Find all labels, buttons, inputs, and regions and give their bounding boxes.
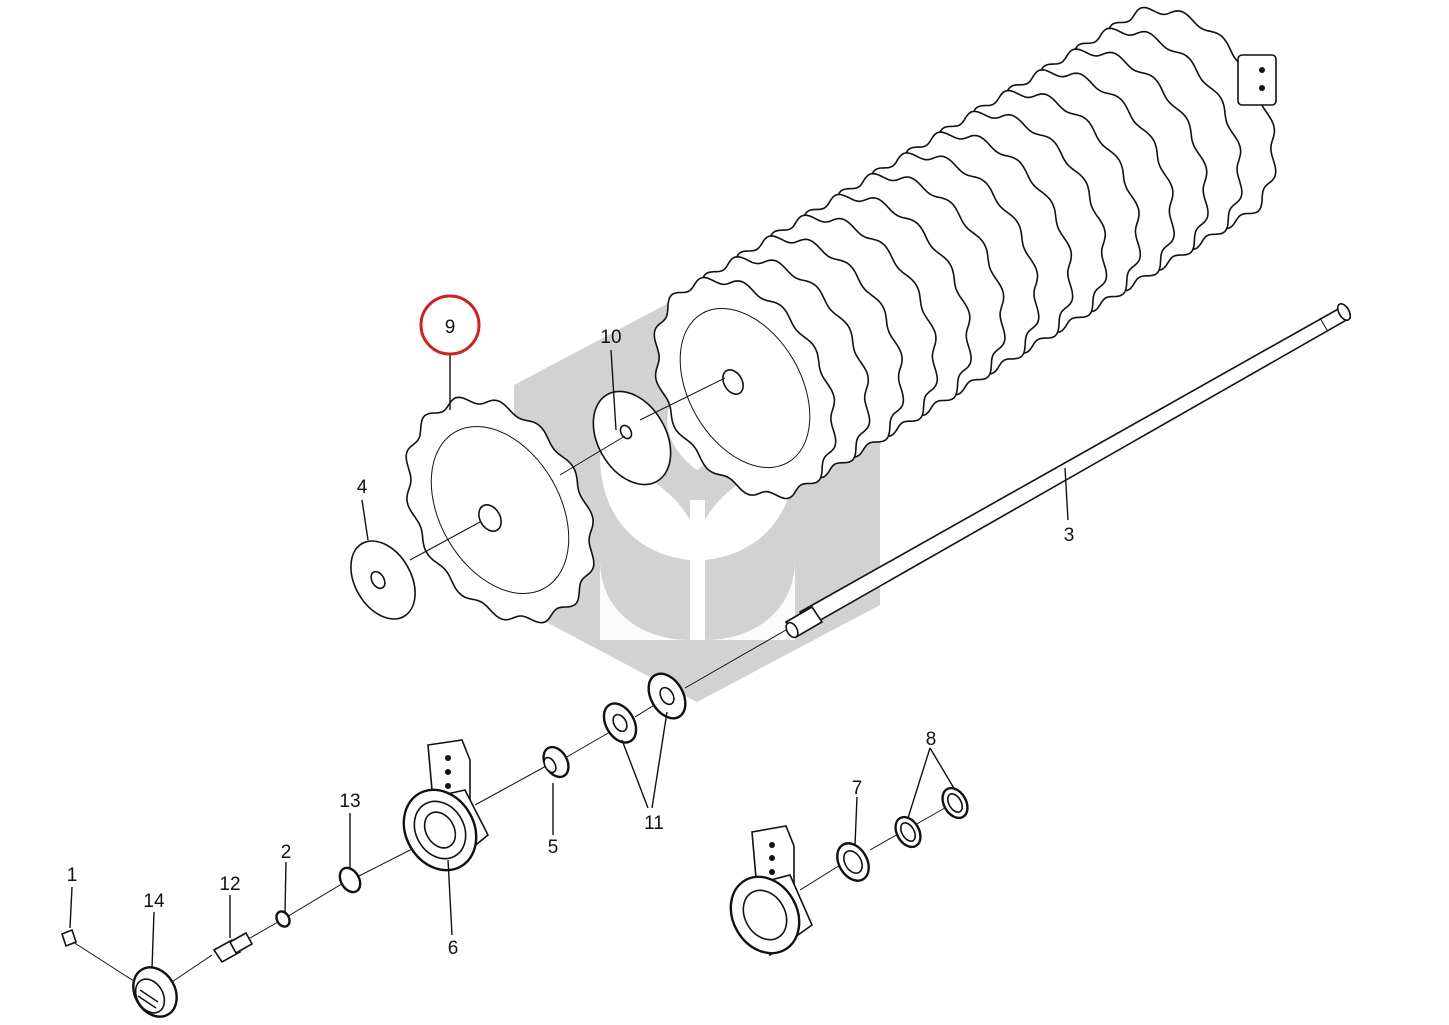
- shaft: [784, 303, 1352, 639]
- label-part-10[interactable]: 10: [600, 327, 621, 348]
- leader-lines: [69, 349, 1069, 969]
- part-7-bearing: [836, 842, 870, 882]
- label-part-9[interactable]: 9: [445, 317, 456, 338]
- part-labels: 9 10 4 3 8 7 13 11 5 2 1 12 14 6: [67, 317, 1075, 959]
- roller-disc-inner-ring: [679, 307, 811, 469]
- second-bearing-housing: [729, 825, 813, 957]
- part-2-ring: [275, 910, 291, 928]
- label-part-12[interactable]: 12: [219, 874, 240, 895]
- part-5-collar: [542, 745, 570, 779]
- label-part-4[interactable]: 4: [357, 477, 368, 498]
- label-part-7[interactable]: 7: [852, 778, 863, 799]
- part-1-grease-nipple: [61, 928, 77, 948]
- label-part-1[interactable]: 1: [67, 865, 78, 886]
- part-9-scalloped-disc: [405, 396, 595, 624]
- part-11-washers: [602, 672, 687, 744]
- roller-disc-stack: [653, 6, 1277, 500]
- part-13-circlip: [338, 866, 362, 894]
- label-part-8[interactable]: 8: [926, 729, 937, 750]
- roller-disc-hub: [722, 369, 744, 395]
- roller-disc: [653, 276, 837, 500]
- label-part-14[interactable]: 14: [143, 891, 165, 912]
- assembly-axis-lines: [69, 377, 951, 991]
- part-6-bearing-housing: [402, 739, 490, 872]
- roller-end-bracket: [1237, 54, 1277, 106]
- label-part-2[interactable]: 2: [281, 842, 292, 863]
- part-12-bolt: [212, 931, 254, 964]
- part-4-washer: [350, 540, 416, 620]
- highlight-circle: [419, 294, 481, 356]
- label-part-5[interactable]: 5: [548, 837, 559, 858]
- part-14-end-cap: [132, 966, 178, 1018]
- label-part-3[interactable]: 3: [1064, 525, 1075, 546]
- label-part-11[interactable]: 11: [644, 813, 664, 834]
- label-part-13[interactable]: 13: [339, 791, 360, 812]
- part-8-rings: [894, 786, 969, 849]
- label-part-6[interactable]: 6: [448, 938, 459, 959]
